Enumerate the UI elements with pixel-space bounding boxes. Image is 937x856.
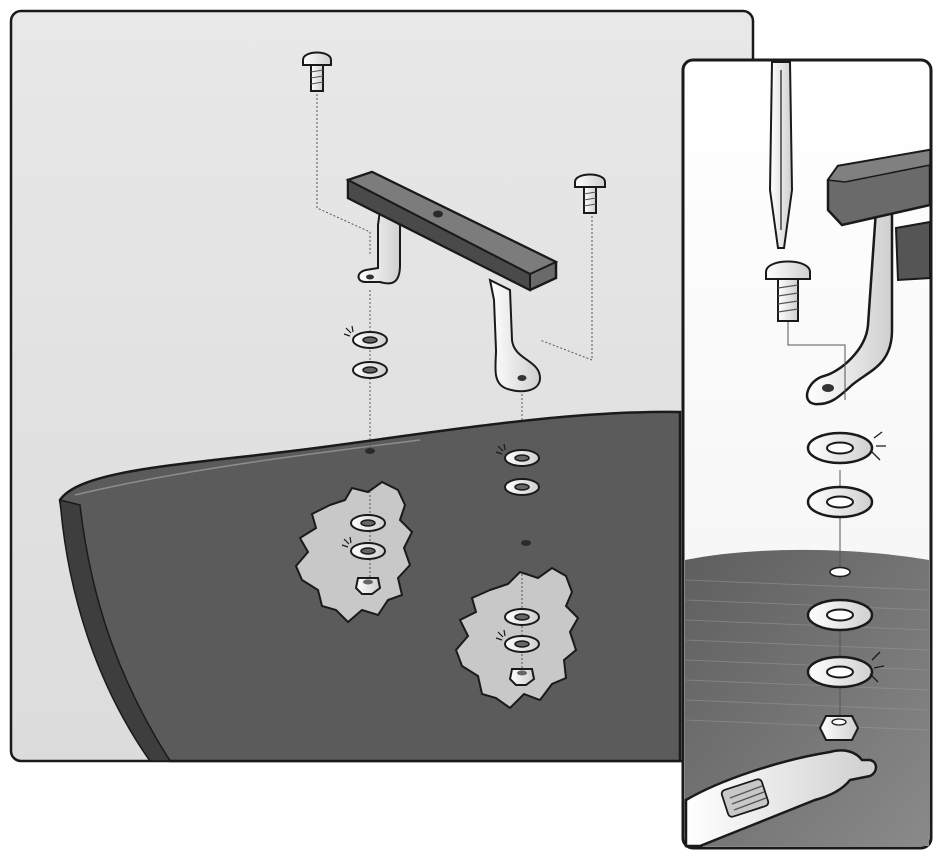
washer	[352, 361, 388, 379]
screwdriver	[768, 61, 794, 249]
detail-view-panel	[681, 58, 933, 850]
washer	[350, 514, 386, 532]
main-view-panel	[9, 9, 755, 763]
washer	[495, 629, 540, 653]
washer	[806, 431, 886, 465]
carriage-bolt	[302, 51, 332, 92]
washer	[806, 598, 874, 632]
washer	[504, 608, 540, 626]
washer	[341, 536, 386, 560]
washer	[504, 478, 540, 496]
handle-bracket	[345, 170, 559, 393]
washer	[343, 325, 388, 349]
wrench	[684, 749, 878, 848]
washer	[495, 443, 540, 467]
seat-hole	[829, 566, 851, 578]
handle-bracket-detail	[805, 148, 932, 406]
washer	[806, 651, 885, 689]
seat-hole	[521, 540, 531, 546]
hex-nut	[354, 577, 382, 595]
seat-hole	[365, 448, 375, 454]
carriage-bolt	[574, 173, 606, 214]
detail-seat-texture	[685, 579, 929, 731]
washer	[806, 485, 874, 519]
hex-nut	[508, 668, 536, 686]
hex-nut	[818, 715, 860, 741]
carriage-bolt	[765, 260, 811, 322]
